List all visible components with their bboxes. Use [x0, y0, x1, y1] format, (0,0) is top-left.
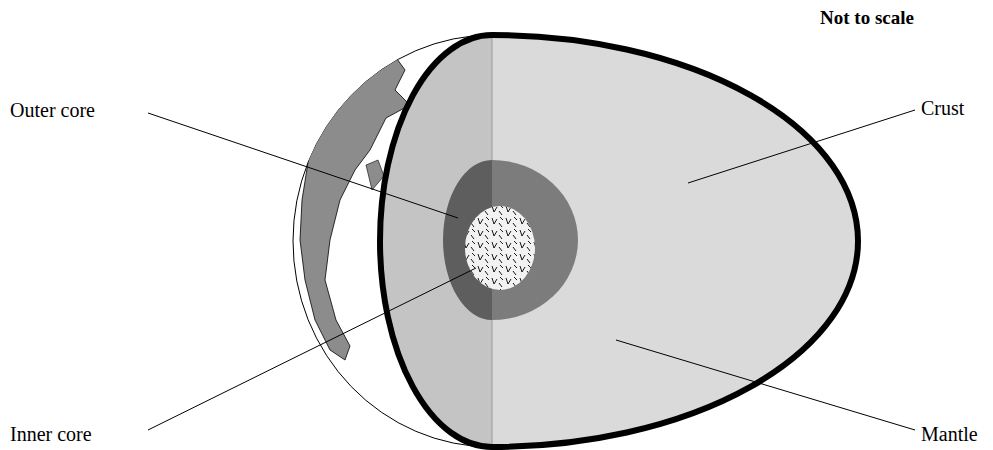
globe-back — [293, 35, 492, 447]
part-label: Crust — [921, 97, 964, 119]
leader-line — [688, 110, 915, 183]
mantle-face — [492, 35, 858, 447]
inner-core-texture — [465, 206, 535, 290]
leader-line — [148, 113, 458, 218]
part-label: Inner core — [10, 423, 92, 445]
part-label: Outer core — [10, 99, 95, 121]
part-label: Mantle — [921, 423, 978, 445]
scale-note: Not to scale — [820, 8, 914, 29]
crust-outline — [380, 35, 858, 447]
leader-line — [616, 340, 915, 430]
inner-core — [465, 206, 535, 290]
leader-line — [148, 268, 476, 430]
